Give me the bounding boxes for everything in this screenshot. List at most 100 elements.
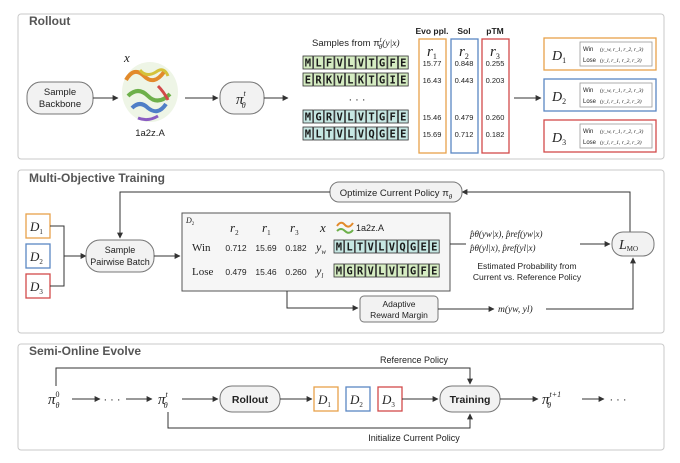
protein-label: 1a2z.A bbox=[135, 128, 165, 139]
metric-value: 0.255 bbox=[486, 59, 505, 68]
residue-cell bbox=[344, 72, 356, 87]
table-header-r2: r2 bbox=[230, 220, 239, 237]
residue-cell bbox=[344, 55, 356, 70]
residue-letter: L bbox=[378, 242, 384, 254]
metric-header-sol: Sol bbox=[457, 26, 470, 36]
residue-cell bbox=[334, 72, 345, 87]
table-dataset-label: D2 bbox=[185, 216, 195, 227]
residue-cell bbox=[302, 109, 314, 124]
residue-letter: F bbox=[390, 58, 396, 70]
residue-letter: L bbox=[347, 129, 353, 141]
residue-letter: M bbox=[305, 112, 311, 124]
rollout-section-title: Rollout bbox=[29, 14, 70, 28]
residue-cell bbox=[302, 126, 314, 141]
residue-cell bbox=[366, 109, 377, 124]
residue-letter: M bbox=[305, 58, 311, 70]
residue-cell bbox=[376, 109, 388, 124]
residue-cell bbox=[376, 126, 388, 141]
optimize-policy-label: Optimize Current Policy πθ bbox=[340, 188, 453, 201]
residue-cell bbox=[397, 126, 409, 141]
residue-letter: T bbox=[326, 129, 332, 141]
residue-letter: G bbox=[410, 242, 416, 254]
residue-letter: R bbox=[326, 112, 333, 124]
residue-cell bbox=[375, 263, 387, 278]
residue-letter: F bbox=[421, 266, 427, 278]
residue-cell bbox=[386, 263, 398, 278]
table-header-r3: r3 bbox=[290, 220, 299, 237]
residue-cell bbox=[407, 239, 419, 254]
metric-headers: Evo ppl. Sol pTM bbox=[415, 26, 503, 36]
metric-value: 15.69 bbox=[423, 130, 442, 139]
residue-letter: V bbox=[337, 112, 344, 124]
residue-cell bbox=[387, 109, 398, 124]
residue-letter: F bbox=[390, 112, 396, 124]
residue-cell bbox=[354, 263, 366, 278]
residue-cell bbox=[365, 239, 376, 254]
residue-letter: M bbox=[336, 266, 342, 278]
metric-value: 15.77 bbox=[423, 59, 442, 68]
residue-cell bbox=[418, 239, 429, 254]
metric-value: 0.443 bbox=[455, 76, 474, 85]
residue-letter: V bbox=[368, 266, 375, 278]
sample-backbone-line2: Backbone bbox=[39, 99, 81, 110]
residue-cell bbox=[397, 263, 408, 278]
residue-cell bbox=[397, 109, 409, 124]
prob-line-1: p̂θ(yw|x), p̂ref(yw|x) bbox=[469, 229, 543, 239]
metric-var-r1: r1 bbox=[427, 44, 437, 61]
residue-cell bbox=[323, 55, 335, 70]
svg-text:D3: D3 bbox=[29, 279, 43, 296]
residue-letter: G bbox=[410, 266, 416, 278]
prob-line-2: p̂θ(yl|x), p̂ref(yl|x) bbox=[469, 243, 536, 253]
estimated-line2: Current vs. Reference Policy bbox=[473, 272, 582, 282]
residue-letter: R bbox=[315, 75, 322, 87]
residue-letter: K bbox=[358, 75, 365, 87]
residue-letter: L bbox=[315, 129, 321, 141]
row-label: Win bbox=[192, 242, 211, 254]
evolve-rollout-label: Rollout bbox=[232, 394, 269, 406]
residue-letter: F bbox=[326, 58, 332, 70]
row-value: 0.712 bbox=[225, 243, 247, 253]
residue-letter: Q bbox=[368, 129, 374, 141]
residue-cell bbox=[355, 72, 367, 87]
dataset-lose-tuple: (y_l, r_1, r_2, r_3) bbox=[600, 98, 642, 105]
training-section-title: Multi-Objective Training bbox=[29, 171, 165, 185]
residue-letter: T bbox=[399, 266, 405, 278]
residue-letter: V bbox=[368, 242, 375, 254]
residue-letter: E bbox=[390, 129, 396, 141]
residue-letter: G bbox=[379, 112, 385, 124]
dataset-win-label: Win bbox=[583, 129, 593, 135]
residue-letter: E bbox=[431, 242, 437, 254]
evolve-section-title: Semi-Online Evolve bbox=[29, 344, 141, 358]
dataset-win-label: Win bbox=[583, 47, 593, 53]
residue-cell bbox=[313, 72, 324, 87]
residue-cell bbox=[376, 55, 388, 70]
training-panel: Multi-Objective Training D1 D2 D3 Sample… bbox=[17, 169, 665, 334]
dataset-symbol: D1 bbox=[551, 49, 566, 65]
residue-letter: M bbox=[336, 242, 342, 254]
residue-cell bbox=[387, 126, 398, 141]
residue-letter: E bbox=[421, 242, 427, 254]
metric-value: 0.182 bbox=[486, 130, 505, 139]
input-variable-x: x bbox=[123, 50, 130, 65]
residue-letter: T bbox=[368, 58, 374, 70]
residue-cell bbox=[313, 55, 324, 70]
residue-cell bbox=[366, 72, 377, 87]
residue-letter: G bbox=[379, 58, 385, 70]
residue-letter: E bbox=[400, 112, 406, 124]
svg-text:D1: D1 bbox=[29, 219, 43, 236]
evolve-ellipsis-1: · · · bbox=[103, 394, 120, 406]
initialize-policy-label: Initialize Current Policy bbox=[368, 433, 460, 443]
residue-letter: V bbox=[389, 266, 396, 278]
dataset-symbol: D3 bbox=[551, 131, 566, 147]
metric-column-r1 bbox=[418, 38, 447, 154]
train-dataset-d2 bbox=[25, 243, 51, 269]
